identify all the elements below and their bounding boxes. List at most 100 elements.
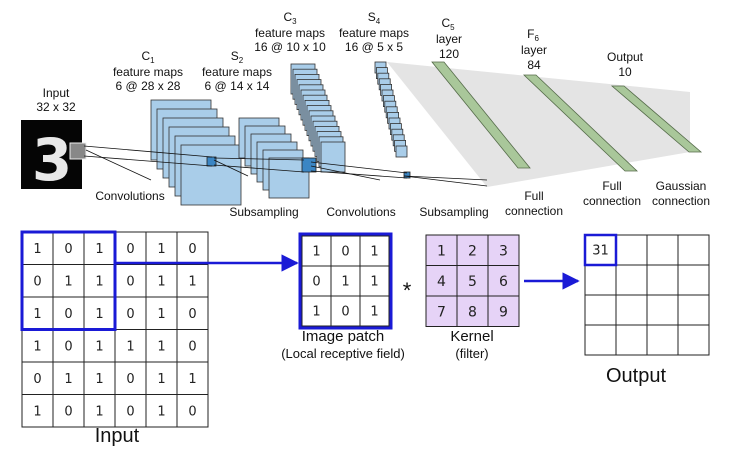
op-gaussian-connection-line2: connection [652,194,710,208]
output-matrix-cell [615,324,648,356]
input-matrix-cell-value: 0 [64,339,72,354]
patch-matrix-cell [359,295,390,327]
s4-label-line2: 16 @ 5 x 5 [345,40,404,54]
input-matrix-cell [52,361,85,395]
connection-line [310,165,381,181]
output-label-line2: 10 [618,65,632,79]
s2-label-line1: feature maps [202,65,272,79]
input-matrix-cell [52,296,85,330]
input-matrix-cell-value: 1 [95,307,103,322]
output-matrix-cell [584,294,617,326]
connection-line [85,149,152,181]
output-matrix-cell [677,324,710,356]
input-matrix-cell-value: 0 [64,307,72,322]
input-matrix-cell-value: 0 [126,372,134,387]
kernel-matrix-cell [487,265,520,297]
kernel-matrix-cell-value: 8 [468,304,477,320]
patch-border [298,232,393,330]
input-matrix-cell [114,264,147,298]
s2-label-line2: 6 @ 14 x 14 [205,79,270,93]
input-matrix-cell-value: 1 [157,242,165,257]
connection-line [213,164,305,173]
connection-line [213,157,305,161]
output-matrix-cell [646,324,679,356]
patch-caption-line1: Image patch [302,328,385,345]
op-subsampling-1: Subsampling [229,205,298,219]
kernel-matrix-cell [487,234,520,266]
patch-matrix-cell [330,265,361,297]
output-matrix-cell [615,264,648,296]
input-matrix-cell-value: 1 [64,274,72,289]
patch-matrix-cell-value: 1 [312,245,320,260]
kernel-matrix-cell-value: 3 [499,243,508,259]
input-matrix-cell-value: 1 [33,404,41,419]
output-matrix-cell [615,294,648,326]
input-matrix-cell-value: 0 [188,242,196,257]
kernel-matrix-cell [456,295,489,327]
kernel-matrix-cell-value: 9 [499,304,508,320]
input-matrix-cell [176,231,209,265]
input-matrix-cell [176,264,209,298]
input-matrix-cell [83,329,116,363]
input-matrix-cell-value: 1 [188,274,196,289]
input-matrix-cell-value: 0 [126,404,134,419]
input-matrix-cell-value: 1 [188,372,196,387]
op-full-connection-1-line2: connection [505,204,563,218]
patch-matrix-cell-value: 1 [370,305,378,320]
c5-label: C5 [441,16,455,32]
output-matrix-caption: Output [606,365,666,387]
patch-matrix-cell [330,295,361,327]
c3-label-line2: 16 @ 10 x 10 [254,40,326,54]
input-matrix-cell-value: 1 [126,339,134,354]
input-matrix-cell-value: 1 [157,307,165,322]
connection-line [83,145,213,158]
c1-label-line1: feature maps [113,65,183,79]
input-matrix-cell-value: 0 [126,307,134,322]
c5-label-line2: 120 [439,47,459,61]
output-layer-bar [610,85,703,153]
connection-line [403,175,488,181]
input-matrix-cell-value: 0 [126,242,134,257]
s4-label-line1: feature maps [339,26,409,40]
input-matrix-cell [52,231,85,265]
convolution-operator: * [403,278,412,303]
output-matrix-cell [584,324,617,356]
output-highlight-cell [583,233,618,267]
op-convolutions-2: Convolutions [326,205,395,219]
input-matrix-cell-value: 1 [95,242,103,257]
output-matrix-cell-value: 31 [592,244,609,259]
patch-matrix-cell-value: 1 [370,275,378,290]
input-matrix-cell [52,264,85,298]
c1-label: C1 [141,49,155,65]
input-matrix-cell-value: 0 [188,307,196,322]
input-matrix-cell [145,394,178,428]
patch-matrix-cell [301,295,332,327]
input-matrix-cell-value: 0 [126,274,134,289]
c5-layer-bar [431,61,531,169]
input-matrix-cell [21,361,54,395]
kernel-matrix-cell [425,265,458,297]
kernel-matrix-cell [425,234,458,266]
kernel-matrix-cell-value: 6 [499,274,508,290]
output-matrix-cell [615,234,648,266]
s4-label: S4 [368,10,381,26]
output-matrix-cell [677,294,710,326]
input-matrix-cell-value: 1 [33,242,41,257]
kernel-caption-line1: Kernel [450,328,493,345]
output-label-line1: Output [607,50,644,64]
input-matrix-cell [83,296,116,330]
op-gaussian-connection-line1: Gaussian [656,179,707,193]
s2-map [268,157,310,199]
input-matrix-cell-value: 0 [64,404,72,419]
patch-matrix-cell-value: 0 [341,305,349,320]
input-highlight-window [20,230,117,331]
f6-label-line1: layer [521,43,547,57]
patch-matrix-cell-value: 0 [312,275,320,290]
input-matrix-cell-value: 0 [188,404,196,419]
input-receptive-field [69,142,87,160]
c3-label-line1: feature maps [255,26,325,40]
s4-map [395,145,408,158]
input-matrix-cell [52,394,85,428]
input-label-line1: Input [43,86,70,100]
op-full-connection-1-line1: Full [524,189,543,203]
